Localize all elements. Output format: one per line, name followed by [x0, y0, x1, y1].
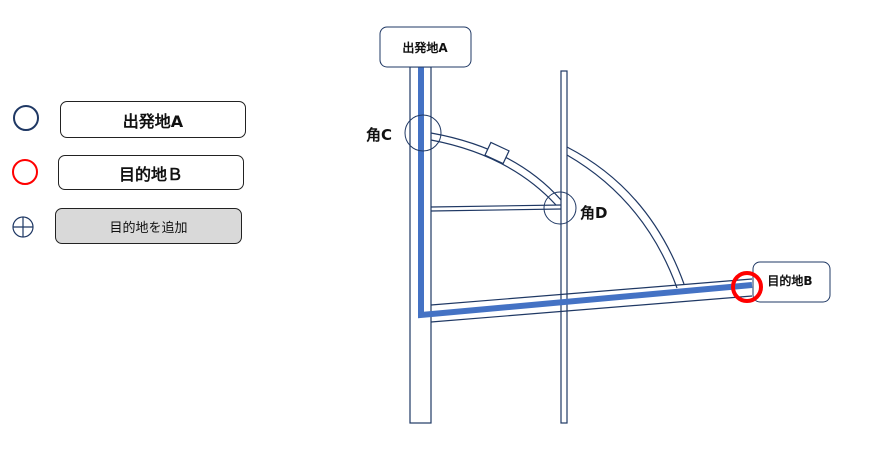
corner-d-label: 角D [580, 204, 607, 222]
origin-box-label: 出発地A [402, 40, 448, 55]
origin-button[interactable]: 出発地A [60, 101, 246, 138]
road-bottom [430, 278, 753, 323]
road-horizontal-middle [430, 204, 562, 212]
destination-box[interactable]: 目的地B [752, 261, 831, 303]
origin-marker-icon [13, 105, 39, 131]
add-crosshair-icon[interactable] [12, 216, 34, 238]
corner-c-label: 角C [366, 126, 392, 144]
crossing-marker [484, 141, 510, 165]
corner-d-marker[interactable] [543, 191, 577, 225]
origin-box[interactable]: 出発地A [379, 26, 472, 68]
road-second-vertical [560, 70, 568, 424]
corner-c-marker[interactable] [404, 114, 442, 152]
destination-point-marker[interactable] [731, 271, 763, 303]
road-curve-c-d [430, 132, 562, 206]
destination-button[interactable]: 目的地Ｂ [58, 155, 244, 190]
add-destination-button[interactable]: 目的地を追加 [55, 208, 242, 244]
road-curve-east [566, 146, 685, 289]
route-line [418, 67, 753, 319]
destination-marker-icon [12, 159, 38, 185]
destination-box-label: 目的地B [767, 273, 812, 288]
